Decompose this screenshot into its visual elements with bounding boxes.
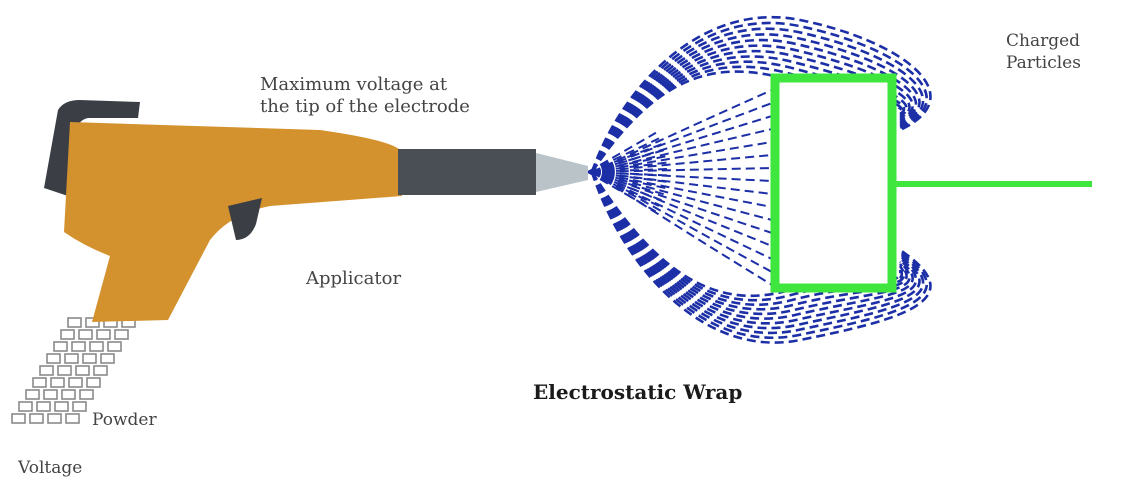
hose-segment [107, 341, 122, 352]
hose-segment [53, 341, 68, 352]
charged-particles-line2: Particles [1006, 53, 1081, 73]
field-line [591, 154, 773, 173]
field-line [590, 49, 911, 173]
field-line [591, 171, 773, 273]
field-line [590, 171, 906, 306]
field-line [590, 33, 921, 173]
field-line [590, 44, 914, 173]
field-line [590, 171, 918, 325]
charged-particles-label: Charged Particles [1006, 30, 1081, 74]
hose-segment [32, 377, 47, 388]
powder-label: Powder [92, 410, 157, 430]
field-line [590, 21, 928, 173]
hose-segment [72, 401, 87, 412]
field-line [591, 128, 773, 173]
field-line [590, 171, 932, 344]
hose-segment [65, 413, 80, 424]
hose-segment [114, 329, 129, 340]
gun-trigger [228, 198, 262, 240]
field-line [591, 171, 773, 247]
hose-segment [46, 353, 61, 364]
voltage-label: Voltage [18, 458, 83, 478]
field-line [590, 171, 902, 298]
hose-segment [93, 365, 108, 376]
field-line [590, 171, 914, 320]
field-line [591, 171, 773, 260]
spray-gun-icon [11, 100, 588, 424]
hose-segment [47, 413, 62, 424]
field-line [590, 171, 928, 339]
field-line [591, 171, 773, 286]
hose-segment [64, 353, 79, 364]
field-line [591, 115, 773, 173]
gun-nozzle-tip [536, 153, 588, 192]
hose-segment [96, 329, 111, 340]
field-line [590, 171, 925, 335]
max-voltage-line2: the tip of the electrode [260, 96, 470, 117]
field-line [590, 171, 921, 330]
charged-particles-line1: Charged [1006, 31, 1081, 51]
hose-segment [78, 329, 93, 340]
gun-body [64, 122, 402, 322]
hose-segment [100, 353, 115, 364]
grounded-part-icon [770, 73, 1092, 293]
max-voltage-line1: Maximum voltage at [260, 74, 448, 95]
hose-segment [79, 389, 94, 400]
hose-segment [25, 389, 40, 400]
field-line [590, 15, 932, 173]
hose-segment [50, 377, 65, 388]
hose-segment [86, 377, 101, 388]
hose-segment [89, 341, 104, 352]
field-line [591, 171, 773, 208]
hose-segment [36, 401, 51, 412]
field-line [591, 141, 773, 173]
hose-segment [82, 353, 97, 364]
hose-segment [85, 317, 100, 328]
field-line [591, 171, 773, 182]
field-line [590, 27, 925, 173]
hose-segment [39, 365, 54, 376]
diagram-title: Electrostatic Wrap [533, 380, 743, 404]
hose-segment [71, 341, 86, 352]
hose-segment [60, 329, 75, 340]
target-part [770, 73, 897, 293]
hose-segment [75, 365, 90, 376]
hose-segment [67, 317, 82, 328]
field-line [591, 171, 773, 221]
hose-segment [43, 389, 58, 400]
field-line [591, 102, 773, 173]
field-line [591, 167, 773, 173]
applicator-label: Applicator [306, 268, 402, 289]
hose-segment [57, 365, 72, 376]
hose-segment [54, 401, 69, 412]
max-voltage-label: Maximum voltage at the tip of the electr… [260, 74, 470, 118]
field-line [590, 171, 908, 311]
hose-segment [18, 401, 33, 412]
field-line [591, 89, 773, 173]
powder-hose [11, 317, 136, 424]
hose-segment [11, 413, 26, 424]
field-line [590, 171, 911, 316]
hose-segment [61, 389, 76, 400]
hose-segment [29, 413, 44, 424]
field-line [591, 171, 773, 195]
gun-barrel [398, 149, 536, 195]
hose-segment [68, 377, 83, 388]
field-line [591, 171, 773, 234]
